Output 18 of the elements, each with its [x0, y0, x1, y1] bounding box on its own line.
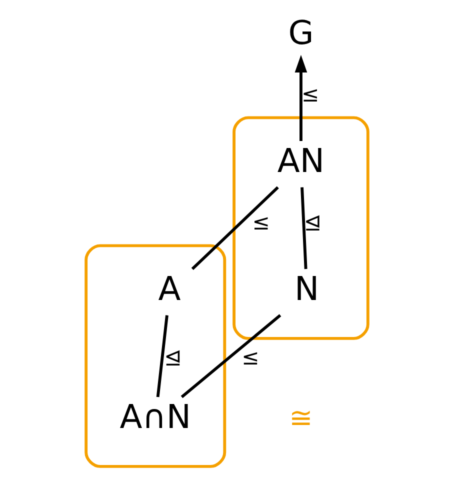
edge-label: ⊴ [164, 344, 182, 370]
connector [190, 186, 278, 270]
edge-label: ≤ [301, 82, 319, 107]
cluster [232, 116, 369, 340]
edge-label: ≤ [252, 210, 270, 235]
connector [300, 187, 307, 270]
arrow [294, 54, 307, 141]
node-text: A∩N [119, 397, 190, 436]
node-text: G [288, 13, 314, 52]
label: ≅ [288, 401, 312, 434]
node-text: AN [276, 141, 324, 180]
node-text: N [294, 269, 319, 308]
node-text: A [158, 269, 180, 308]
connector [180, 314, 281, 398]
cluster [84, 244, 226, 468]
connector [156, 315, 168, 398]
edge-label: ≤ [241, 344, 259, 370]
edge-label: ⊴ [303, 210, 322, 235]
